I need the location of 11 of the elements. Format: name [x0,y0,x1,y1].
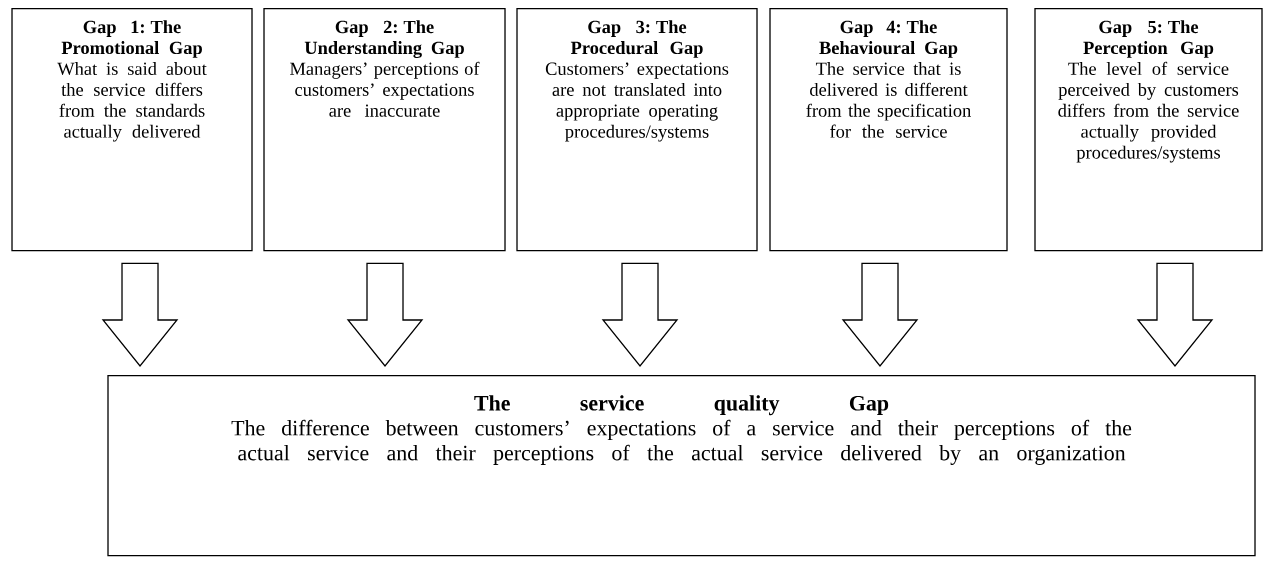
gap-box: Gap 3: The Procedural Gap Customers’ expectations are not translated into appropriate operating procedures/systems [516,8,758,252]
gap-box: Gap 5: The Perception Gap The level of service perceived by customers differs from the service actually provided procedures/systems [1034,8,1263,252]
gap-box: Gap 2: The Understanding Gap Managers’ perceptions of customers’ expectations are inaccurate [263,8,506,252]
block-arrow [1136,262,1214,368]
block-arrow [601,262,679,368]
block-arrow [101,262,179,368]
gap-box: Gap 4: The Behavioural Gap The service that is delivered is different from the specification for the service [769,8,1008,252]
gap-box: Gap 1: The Promotional Gap What is said about the service differs from the standards actually delivered [11,8,253,252]
quality-gap-box: The service quality Gap The difference between customers’ expectations of a service and their perceptions of the actual service and their perceptions of the actual service delivered by an organization [107,375,1256,557]
block-arrow [346,262,424,368]
block-arrow [841,262,919,368]
